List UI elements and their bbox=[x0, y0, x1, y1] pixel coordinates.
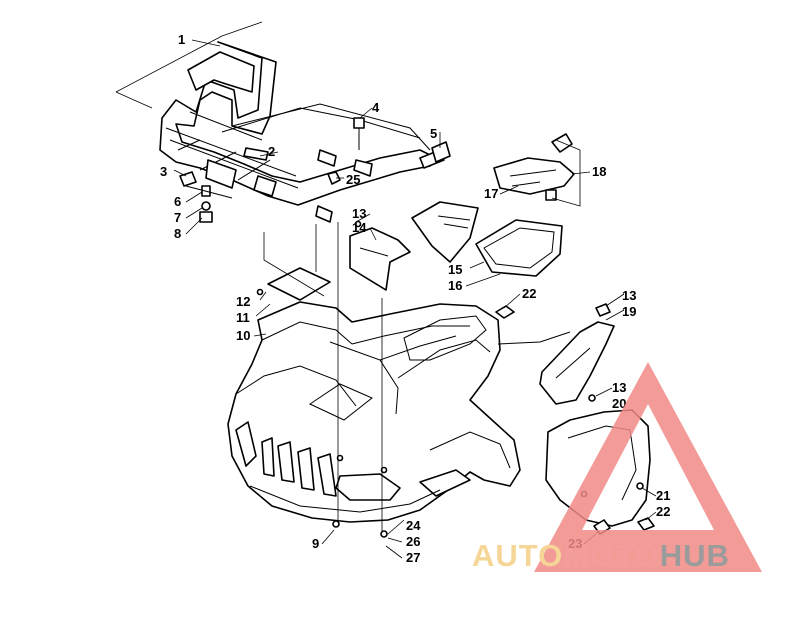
callout-18: 18 bbox=[592, 164, 606, 179]
decal-11 bbox=[256, 267, 331, 301]
callout-24: 24 bbox=[406, 518, 421, 533]
svg-text:AUTOMOTOHUB: AUTOMOTOHUB bbox=[472, 538, 730, 573]
callout-19: 19 bbox=[622, 304, 636, 319]
callout-1: 1 bbox=[178, 32, 185, 47]
callout-13-c: 13 bbox=[612, 380, 626, 395]
watermark-auto: AUTO bbox=[472, 538, 563, 573]
mounting-lines bbox=[263, 222, 383, 532]
callout-16: 16 bbox=[448, 278, 462, 293]
callout-2: 2 bbox=[268, 144, 275, 159]
rack-fasteners bbox=[179, 171, 233, 223]
callout-12: 12 bbox=[236, 294, 250, 309]
watermark-triangle bbox=[534, 362, 762, 572]
storage-lid bbox=[493, 133, 581, 207]
callout-17: 17 bbox=[484, 186, 498, 201]
washer-22-upper bbox=[495, 305, 515, 319]
storage-tray bbox=[411, 201, 563, 277]
leader-lines bbox=[173, 39, 657, 559]
automotohub-watermark: AUTOMOTOHUB bbox=[472, 362, 762, 573]
rack-frame-line bbox=[115, 21, 263, 109]
watermark-hub: HUB bbox=[660, 538, 730, 573]
callout-21: 21 bbox=[656, 488, 670, 503]
callout-13-a: 13 bbox=[352, 206, 366, 221]
callout-9: 9 bbox=[312, 536, 319, 551]
callout-11: 11 bbox=[236, 310, 250, 325]
front-fender bbox=[227, 301, 521, 538]
callout-22-b: 22 bbox=[656, 504, 670, 519]
callout-26: 26 bbox=[406, 534, 420, 549]
callout-25: 25 bbox=[346, 172, 360, 187]
callout-7: 7 bbox=[174, 210, 181, 225]
callout-6: 6 bbox=[174, 194, 181, 209]
bolt-4 bbox=[353, 117, 365, 150]
callout-4: 4 bbox=[372, 100, 380, 115]
side-panel-19 bbox=[497, 303, 615, 405]
callout-20: 20 bbox=[612, 396, 626, 411]
callout-27: 27 bbox=[406, 550, 420, 565]
callout-13-b: 13 bbox=[622, 288, 636, 303]
callout-10: 10 bbox=[236, 328, 250, 343]
front-rack bbox=[159, 41, 451, 223]
callout-8: 8 bbox=[174, 226, 181, 241]
callout-3: 3 bbox=[160, 164, 167, 179]
callout-22-a: 22 bbox=[522, 286, 536, 301]
watermark-moto: MOTO bbox=[563, 538, 659, 573]
callout-5: 5 bbox=[430, 126, 437, 141]
callout-14: 14 bbox=[352, 220, 367, 235]
bracket-14 bbox=[349, 220, 411, 291]
callout-15: 15 bbox=[448, 262, 462, 277]
screw-25 bbox=[327, 171, 341, 185]
